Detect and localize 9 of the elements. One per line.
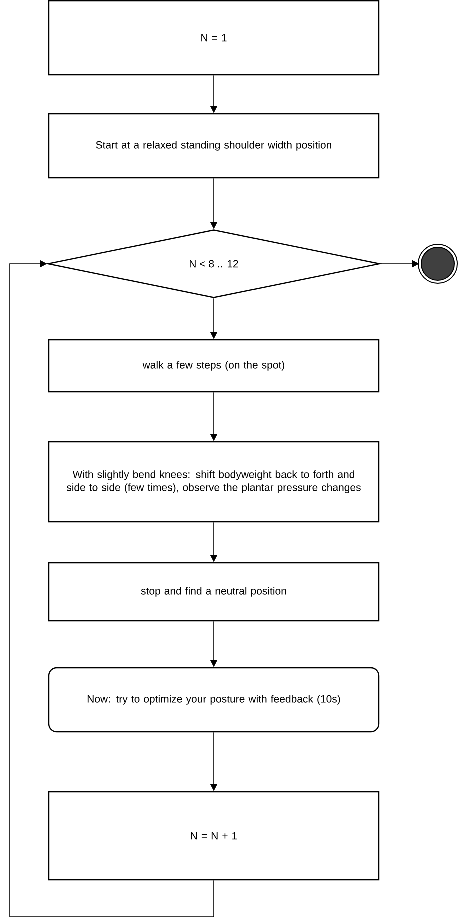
- process-box: stop and find a neutral position: [48, 562, 380, 622]
- process-box: Start at a relaxed standing shoulder width position: [48, 113, 380, 179]
- process-box: N = N + 1: [48, 791, 380, 881]
- arrow: [10, 260, 214, 918]
- process-box: With slightly bend knees: shift bodyweight back to forth and side to side (few times), observe the plantar pressure changes: [48, 441, 380, 523]
- end-circle: [418, 244, 458, 284]
- rounded-process-box: Now: try to optimize your posture with feedback (10s): [48, 667, 380, 733]
- process-box: N = 1: [48, 0, 380, 76]
- process-box: walk a few steps (on the spot): [48, 339, 380, 393]
